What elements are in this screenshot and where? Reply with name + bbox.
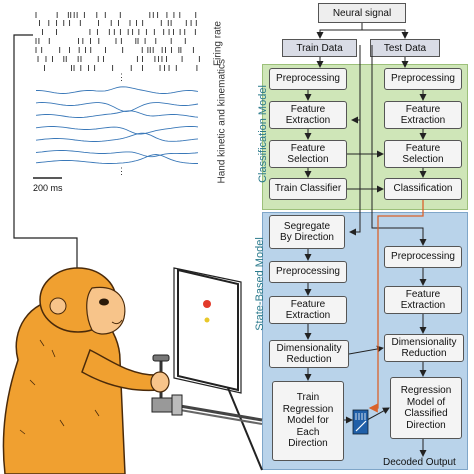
decoded-output-label: Decoded Output [383, 457, 456, 468]
sb-test-dim-reduction-box: Dimensionality Reduction [384, 334, 464, 362]
kinematic-trace-line [35, 102, 199, 112]
joystick [151, 354, 263, 425]
train-regression-model-box: Train Regression Model for Each Directio… [272, 381, 344, 461]
spike-raster [35, 12, 200, 71]
trace-ellipsis: ⋮ [117, 166, 126, 176]
kinematic-trace-line [36, 86, 199, 94]
test-feature-extraction-box: Feature Extraction [384, 101, 462, 129]
classification-box: Classification [384, 178, 462, 200]
classification-model-title: Classification Model [257, 85, 269, 183]
kinematics-label: Hand kinetic and kinematics [216, 58, 228, 184]
train-preprocessing-box: Preprocessing [269, 68, 347, 90]
cursor-yellow-dot [204, 317, 210, 323]
monitor-screen [173, 267, 263, 471]
train-data-header: Train Data [282, 39, 357, 57]
sb-train-dim-reduction-box: Dimensionality Reduction [269, 340, 349, 368]
electrode-connector-line [13, 34, 78, 268]
regression-model-classified-box: Regression Model of Classified Direction [390, 377, 462, 439]
kinematic-trace-line [35, 126, 199, 135]
kinematic-trace-line [35, 150, 199, 158]
sb-test-preprocessing-box: Preprocessing [384, 246, 462, 268]
sb-test-feature-extraction-box: Feature Extraction [384, 286, 462, 314]
time-scale-label: 200 ms [33, 183, 63, 193]
monkey-illustration [2, 267, 170, 474]
sb-train-feature-extraction-box: Feature Extraction [269, 296, 347, 324]
target-red-dot [203, 300, 211, 308]
train-feature-selection-box: Feature Selection [269, 140, 347, 168]
kinematic-trace-line [35, 110, 199, 118]
test-feature-selection-box: Feature Selection [384, 140, 462, 168]
neural-signal-header: Neural signal [318, 3, 406, 23]
electrode-implant [70, 268, 84, 276]
sb-train-preprocessing-box: Preprocessing [269, 261, 347, 283]
test-preprocessing-box: Preprocessing [384, 68, 462, 90]
monitor-stand [227, 387, 263, 471]
kinematic-traces [35, 86, 199, 164]
raster-ellipsis: ⋮ [117, 72, 126, 82]
kinematic-trace-line [35, 132, 199, 142]
segregate-by-direction-box: Segregate By Direction [269, 215, 345, 249]
kinematic-trace-line [35, 154, 198, 164]
state-based-model-title: State-Based Model [254, 237, 266, 331]
test-data-header: Test Data [370, 39, 440, 57]
train-feature-extraction-box: Feature Extraction [269, 101, 347, 129]
train-classifier-box: Train Classifier [269, 178, 347, 200]
